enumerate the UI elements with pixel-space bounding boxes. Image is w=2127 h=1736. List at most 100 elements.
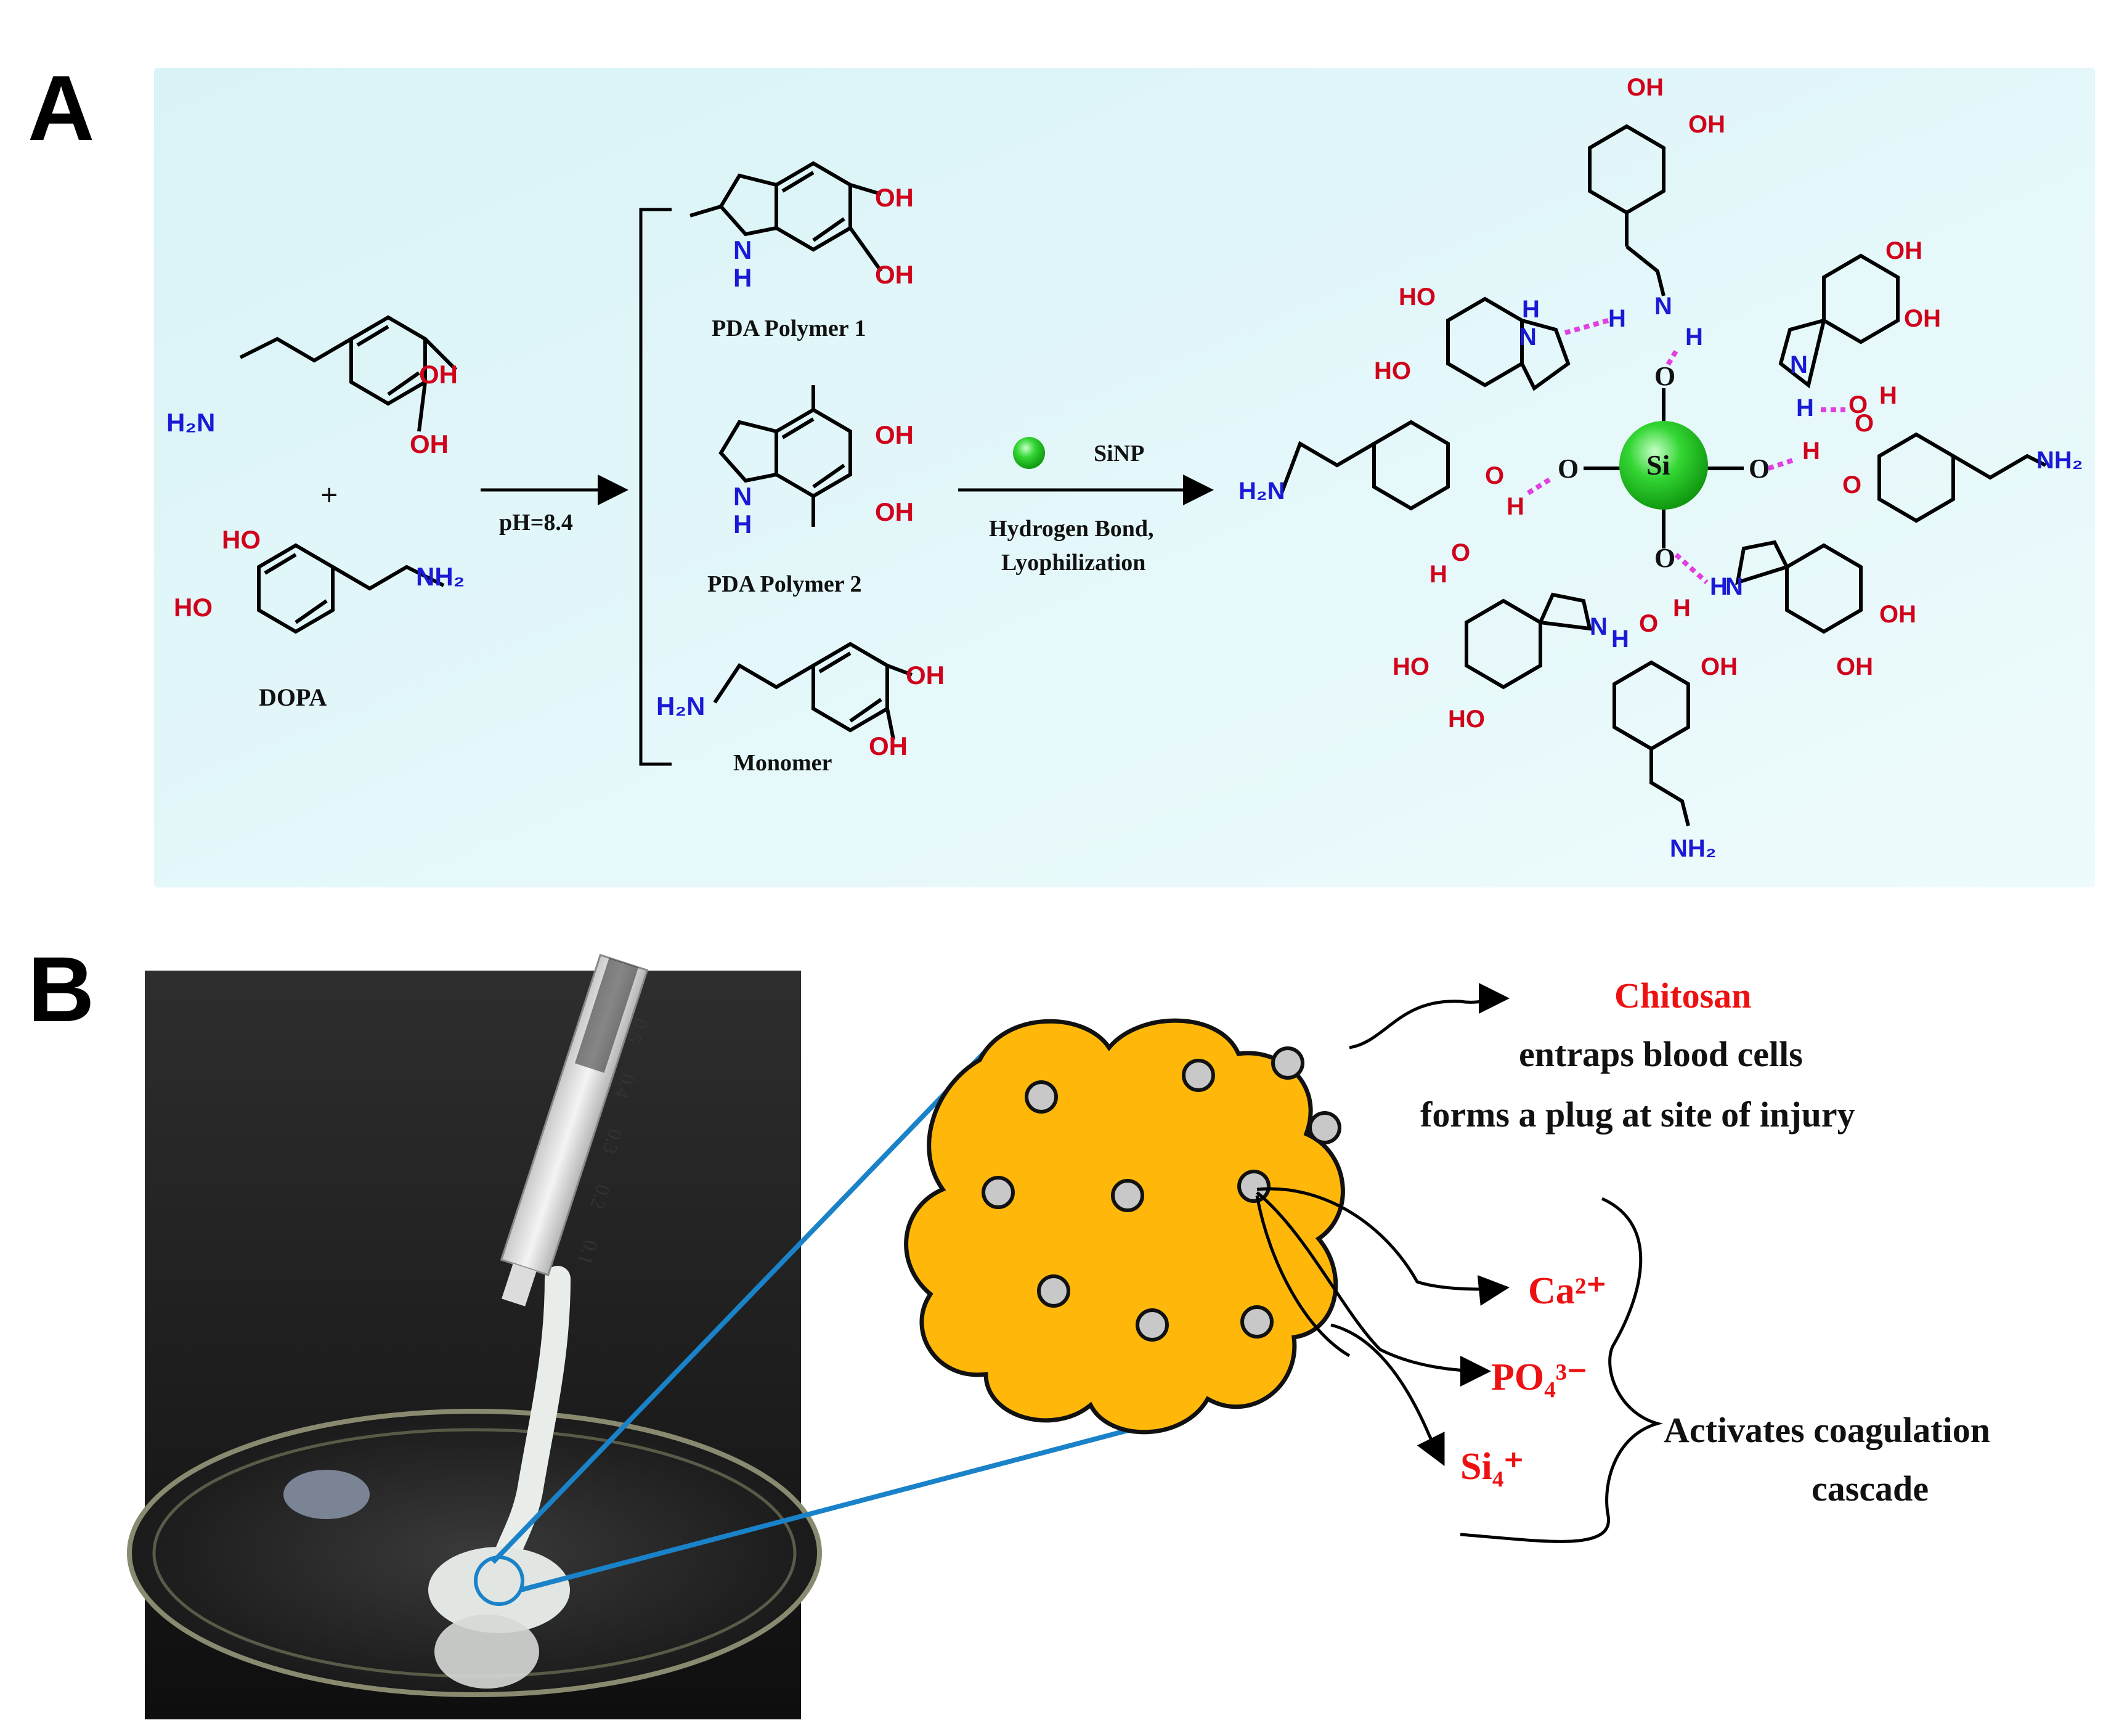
amine-label: H₂N <box>166 408 215 437</box>
oxygen-label: O <box>1654 543 1675 573</box>
hydrogen-label: H <box>733 510 752 539</box>
ion-arrow-2 <box>1256 1191 1491 1387</box>
amine-label: H₂N <box>1238 478 1285 505</box>
hydrogen-label: H <box>1608 305 1626 332</box>
pda-polymer-1-structure: OH OH N H <box>689 161 914 292</box>
hydrogel-strand <box>492 1266 571 1572</box>
chitosan-arrow <box>1349 983 1510 1049</box>
oh-label: OH <box>875 260 914 289</box>
oxygen-label: O <box>1558 454 1579 484</box>
nitrogen-label: N <box>733 235 752 264</box>
pda-polymer-2-structure: OH OH N H <box>718 385 914 539</box>
hydrogel-mound <box>428 1547 570 1633</box>
ho-label: HO <box>1393 653 1430 680</box>
hydrogen-label: H <box>1673 595 1691 622</box>
syringe-tip <box>502 1263 537 1306</box>
oh-label: OH <box>1627 74 1664 101</box>
ho-label: HO <box>1399 283 1436 311</box>
panel-label-b: B <box>28 937 95 1041</box>
hydrogen-label: H <box>1879 382 1897 409</box>
hydrogen-label: H <box>1611 626 1629 653</box>
ion-brace <box>1460 1197 1664 1543</box>
ion-phosphate: PO₄³⁻ <box>1491 1356 1587 1398</box>
hydrogen-label: H <box>1710 573 1728 600</box>
oxygen-label: O <box>1842 471 1861 499</box>
ion-arrow-3 <box>1255 1195 1351 1358</box>
oxygen-label: O <box>1654 361 1675 391</box>
syringe-photo: 0.5 0.4 0.3 0.2 0.1 <box>127 953 822 1719</box>
monomer-label: Monomer <box>733 750 832 776</box>
hydrogen-label: H <box>1507 493 1524 520</box>
oxygen-label: O <box>1855 410 1874 437</box>
oh-label: OH <box>869 731 908 760</box>
monomer-structure: OH OH H₂N <box>656 642 945 760</box>
sinp-bead-icon <box>1013 437 1045 469</box>
hydrogen-label: H <box>1430 561 1447 588</box>
ion-arrow-1 <box>1256 1187 1510 1306</box>
dopamine-molecule-2: HO HO NH₂ <box>174 525 465 634</box>
nitrogen-label: N <box>1519 324 1537 351</box>
product-bracket <box>639 208 672 766</box>
hydrogen-label: H <box>1522 296 1540 323</box>
zoom-line-upper <box>491 1046 991 1564</box>
oh-label: OH <box>1836 653 1873 680</box>
pda-polymer-1-label: PDA Polymer 1 <box>712 316 866 341</box>
nitrogen-label: N <box>733 482 752 511</box>
chitosan-desc-line2: forms a plug at site of injury <box>1420 1094 1855 1135</box>
amine-label: H₂N <box>656 691 705 720</box>
chitosan-label: Chitosan <box>1614 976 1751 1016</box>
oxygen-label: O <box>1485 462 1504 489</box>
ion-silicon: Si₄⁺ <box>1460 1446 1524 1488</box>
activates-line1: Activates coagulation <box>1664 1410 1990 1450</box>
plus-sign: + <box>320 478 338 512</box>
nitrogen-label: N <box>1654 293 1672 320</box>
oh-label: OH <box>1904 305 1941 332</box>
chitosan-cloud <box>904 1018 1345 1435</box>
oh-label: OH <box>906 661 945 690</box>
oxygen-label: O <box>1451 539 1470 566</box>
nitrogen-label: N <box>1790 351 1808 378</box>
activates-line2: cascade <box>1812 1469 1929 1509</box>
panel-label-a: A <box>28 56 95 160</box>
oxygen-label: O <box>1848 391 1868 418</box>
oh-label: OH <box>410 430 449 458</box>
oh-label: OH <box>875 497 914 526</box>
oh-label: OH <box>419 360 458 389</box>
amine-label: NH₂ <box>1670 835 1717 862</box>
oxygen-label: O <box>1639 610 1658 637</box>
si-complex: Si O O O O OH OH N H H HO HO N H OH OH N… <box>1238 74 2083 862</box>
oh-label: OH <box>1688 111 1725 138</box>
ho-label: HO <box>222 525 261 554</box>
coin <box>283 1470 370 1519</box>
oh-label: OH <box>875 420 914 449</box>
step2-condition-line1: Hydrogen Bond, <box>989 516 1153 542</box>
hydrogen-label: H <box>733 263 752 292</box>
oh-label: OH <box>875 183 914 212</box>
panel-a-background <box>154 68 2095 887</box>
sinp-reagent: SiNP <box>1094 441 1144 467</box>
ho-label: HO <box>174 593 213 622</box>
oh-label: OH <box>1885 237 1922 264</box>
ph-condition: pH=8.4 <box>499 510 573 536</box>
hydrogen-label: H <box>1796 394 1814 422</box>
oh-label: OH <box>1879 601 1916 628</box>
zoom-line-lower <box>519 1412 1190 1592</box>
cloud-pores <box>982 1046 1341 1342</box>
dopa-label: DOPA <box>259 683 327 711</box>
ion-arrow-4 <box>1330 1323 1445 1466</box>
hydrogen-label: H <box>1685 324 1703 351</box>
pda-polymer-2-label: PDA Polymer 2 <box>707 571 861 597</box>
si-nanoparticle <box>1619 421 1708 510</box>
ho-label: HO <box>1448 706 1485 733</box>
ho-label: HO <box>1374 357 1411 385</box>
amine-label: NH₂ <box>416 562 465 591</box>
amine-label: NH₂ <box>2036 447 2083 474</box>
oh-label: OH <box>1701 653 1738 680</box>
oxygen-label: O <box>1749 454 1770 484</box>
step2-condition-line2: Lyophilization <box>1001 550 1145 576</box>
nitrogen-label: N <box>1725 573 1743 600</box>
chitosan-desc-line1: entraps blood cells <box>1519 1034 1803 1074</box>
hydrogen-label: H <box>1802 438 1820 465</box>
ion-calcium: Ca²⁺ <box>1528 1270 1606 1312</box>
